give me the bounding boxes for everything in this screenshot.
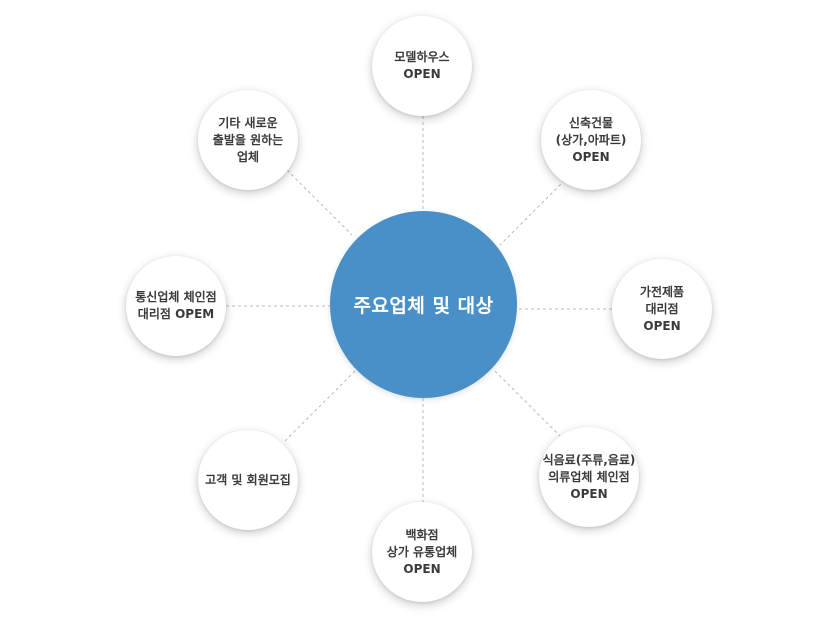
- node-label-line: 신축건물: [568, 115, 614, 130]
- node-telecom-dealer: 통신업체 체인점 대리점 OPEM: [126, 256, 226, 356]
- node-customer-recruit: 고객 및 회원모집: [198, 430, 298, 530]
- node-label-line: OPEN: [572, 149, 610, 164]
- node-label-line: 고객 및 회원모집: [205, 472, 291, 487]
- center-hub: 주요업체 및 대상: [330, 211, 517, 398]
- node-label-line: 의류업체 체인점: [548, 469, 630, 484]
- node-label-line: OPEN: [403, 67, 441, 81]
- node-label-line: 백화점: [405, 527, 439, 542]
- node-model-house: 모델하우스 OPEN: [372, 16, 472, 116]
- node-label-line: 가전제품: [639, 284, 685, 299]
- node-department-store: 백화점 상가 유통업체 OPEN: [372, 502, 472, 602]
- connector-top-left: [286, 169, 353, 236]
- node-label-line: 업체: [236, 149, 260, 164]
- connector-bottom-right: [494, 370, 566, 442]
- node-label-line: 대리점 OPEM: [137, 307, 215, 321]
- node-label-line: 출발을 원하는: [212, 132, 284, 147]
- node-label-line: 기타 새로운: [218, 115, 278, 130]
- connector-bottom-left: [284, 370, 356, 442]
- node-label-line: 상가 유통업체: [386, 544, 458, 559]
- center-hub-label: 주요업체 및 대상: [353, 295, 494, 317]
- node-label-line: 대리점: [645, 301, 679, 316]
- node-label-line: OPEN: [643, 318, 681, 333]
- node-label-line: 모델하우스: [394, 50, 450, 64]
- node-label-line: (상가,아파트): [555, 132, 627, 147]
- node-label-line: OPEN: [570, 486, 608, 501]
- node-label-line: 통신업체 체인점: [135, 290, 217, 304]
- node-appliance-dealer: 가전제품 대리점 OPEN: [612, 259, 712, 359]
- node-new-building: 신축건물 (상가,아파트) OPEN: [541, 90, 641, 190]
- node-label-line: 식음료(주류,음료): [542, 452, 636, 467]
- node-other-new-business: 기타 새로운 출발을 원하는 업체: [198, 90, 298, 190]
- node-label-line: OPEN: [403, 561, 441, 576]
- node-food-apparel: 식음료(주류,음료) 의류업체 체인점 OPEN: [539, 427, 639, 527]
- connector-top-right: [499, 179, 566, 246]
